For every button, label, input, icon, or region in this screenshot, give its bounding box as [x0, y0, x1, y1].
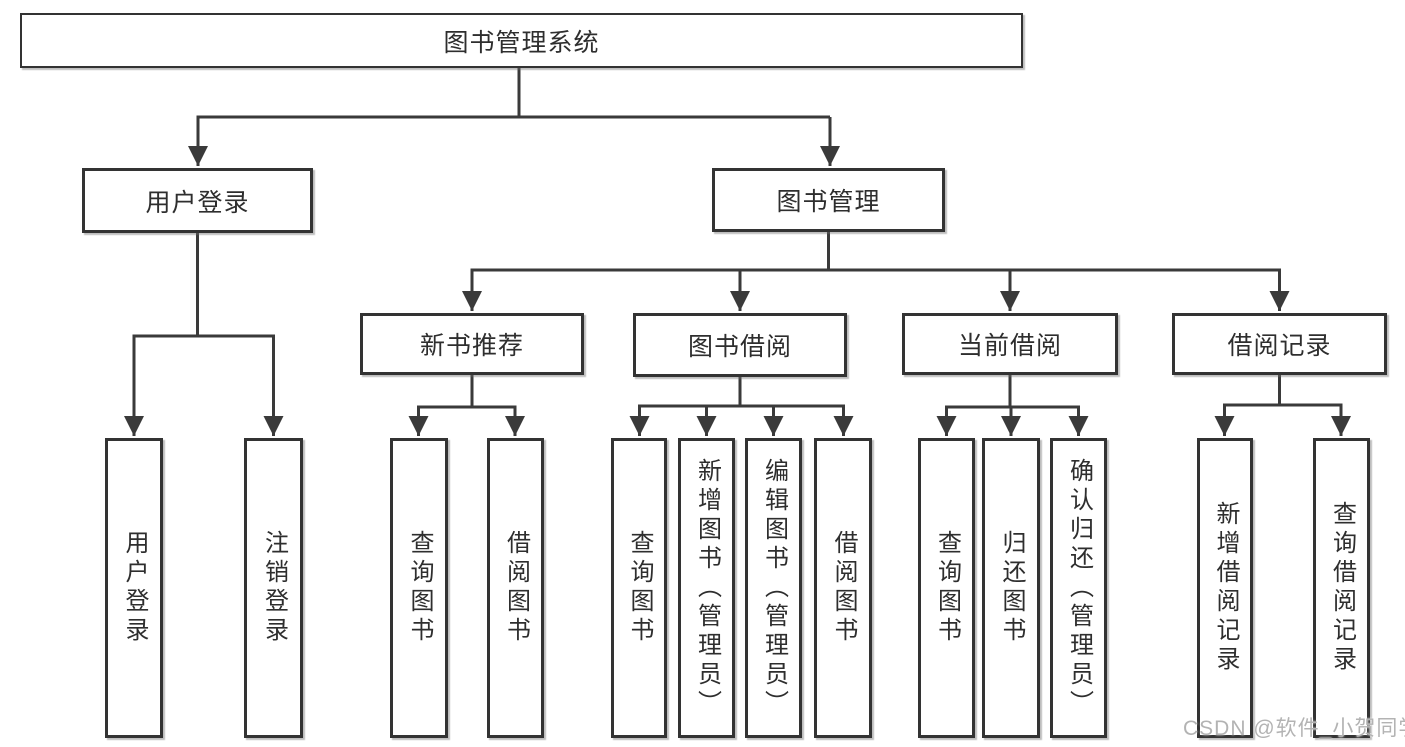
leaf-label: 用户登录: [121, 530, 148, 646]
connector-new-book: [408, 375, 525, 436]
leaf-query-books-current: 查询图书: [918, 438, 975, 738]
csdn-watermark: CSDN @软件_小贺同学: [1183, 717, 1405, 740]
node-label: 当前借阅: [957, 332, 1062, 360]
leaf-label: 查询图书: [626, 530, 653, 646]
leaf-return-books: 归还图书: [982, 438, 1040, 738]
node-label: 借阅记录: [1227, 332, 1332, 360]
leaf-label: 确认归还（管理员）: [1065, 457, 1093, 719]
node-label: 新书推荐: [419, 332, 524, 360]
node-book-borrow: 图书借阅: [633, 313, 847, 377]
node-label: 图书管理系统: [443, 28, 600, 57]
node-new-book-recommend: 新书推荐: [360, 313, 584, 375]
leaf-query-books-borrow: 查询图书: [611, 438, 667, 738]
node-user-login-branch: 用户登录: [82, 168, 313, 233]
leaf-borrow-books-recommend: 借阅图书: [487, 438, 544, 738]
node-label: 图书借阅: [687, 333, 792, 361]
leaf-label: 新增图书（管理员）: [693, 457, 721, 719]
leaf-user-login: 用户登录: [105, 438, 163, 738]
leaf-borrow-books: 借阅图书: [814, 438, 872, 738]
leaf-label: 注销登录: [260, 530, 288, 646]
connector-user-login: [124, 233, 284, 436]
leaf-label: 查询图书: [406, 530, 433, 646]
leaf-logout: 注销登录: [244, 438, 303, 738]
leaf-query-books-recommend: 查询图书: [390, 438, 448, 738]
node-current-borrow: 当前借阅: [902, 313, 1118, 375]
leaf-label: 新增借阅记录: [1212, 501, 1239, 675]
node-book-mgmt-branch: 图书管理: [712, 168, 945, 232]
node-root-system: 图书管理系统: [20, 13, 1023, 68]
leaf-add-books-admin: 新增图书（管理员）: [678, 438, 735, 738]
leaf-label: 查询借阅记录: [1328, 501, 1356, 675]
leaf-confirm-return-admin: 确认归还（管理员）: [1050, 438, 1107, 738]
connector-book-mgmt: [462, 232, 1290, 311]
leaf-edit-books-admin: 编辑图书（管理员）: [745, 438, 802, 738]
node-label: 图书管理: [776, 188, 881, 216]
leaf-label: 查询图书: [933, 530, 961, 646]
connector-current-borrow: [936, 375, 1089, 436]
leaf-query-borrow-record: 查询借阅记录: [1313, 438, 1370, 738]
node-label: 用户登录: [145, 188, 250, 217]
connector-book-borrow: [629, 377, 854, 436]
leaf-label: 借阅图书: [830, 530, 857, 646]
connector-borrow-records: [1214, 375, 1351, 436]
node-borrow-records: 借阅记录: [1172, 313, 1387, 375]
leaf-add-borrow-record: 新增借阅记录: [1197, 438, 1253, 738]
leaf-label: 编辑图书（管理员）: [760, 457, 788, 719]
connector-root: [188, 68, 840, 166]
leaf-label: 借阅图书: [502, 530, 530, 646]
leaf-label: 归还图书: [998, 530, 1025, 646]
